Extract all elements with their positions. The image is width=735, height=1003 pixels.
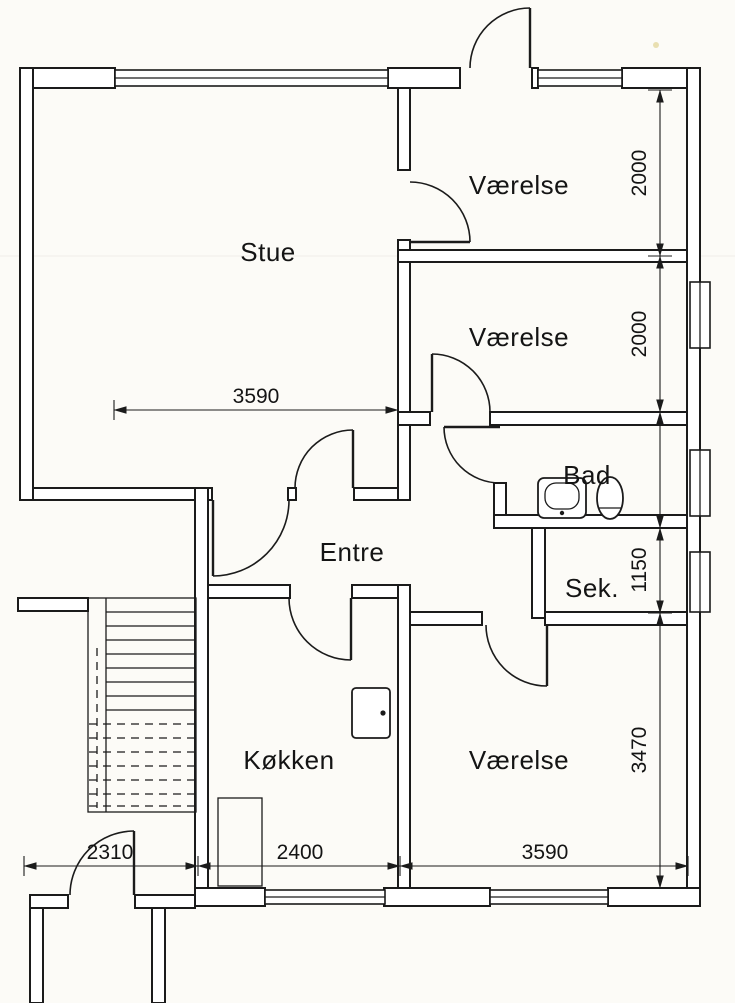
wall-top-b — [387, 67, 461, 89]
dim-label-stue-width: 3590 — [233, 385, 280, 408]
dim-label-stair-bay: 2310 — [87, 841, 134, 864]
wall-vestibule-left — [29, 894, 44, 1003]
wall-koekken-top-left — [194, 584, 291, 599]
door-vaerelse-middle-arc — [431, 353, 491, 413]
doors — [69, 7, 549, 896]
scan-dot-artifact — [653, 42, 659, 48]
door-vaerelse-bottom-arc — [485, 624, 548, 687]
room-label-vaerelse-top: Værelse — [469, 170, 569, 200]
wall-vaerelse-middle-bottom-left — [397, 411, 431, 426]
sink-basin — [544, 482, 580, 510]
door-balcony-arc — [469, 7, 531, 69]
wall-bad-left — [493, 482, 507, 516]
sink-drain-dot — [559, 510, 565, 516]
dim-label-vaerelse-top-depth: 2000 — [628, 150, 651, 197]
wall-vaerelse-bottom-top-right — [544, 611, 701, 626]
dim-label-koekken-width: 2400 — [277, 841, 324, 864]
wall-vestibule-top-left — [29, 894, 69, 909]
wall-vaerelse-middle-bottom-right — [489, 411, 701, 426]
wall-left — [19, 67, 34, 501]
door-stue-arc — [294, 429, 354, 489]
wall-stue-right-lower — [397, 239, 411, 501]
windows — [114, 69, 711, 905]
wall-sek-left — [531, 527, 546, 619]
wall-stue-bottom-mullion — [287, 487, 297, 501]
wall-bad-bottom — [493, 514, 701, 529]
staircase — [87, 597, 197, 813]
wall-landing-stub — [17, 597, 89, 612]
stair-steps-upper — [106, 611, 196, 711]
stair-steps-lower-hidden — [89, 648, 196, 808]
door-entrance-arc — [212, 499, 290, 577]
room-label-vaerelse-middle: Værelse — [469, 322, 569, 352]
stair-outline — [87, 597, 197, 813]
door-vaerelse-top-arc — [409, 181, 471, 243]
room-label-vaerelse-bottom: Værelse — [469, 745, 569, 775]
door-bad-arc — [443, 426, 501, 484]
wall-vestibule-right — [151, 894, 166, 1003]
wall-bottom-c — [607, 887, 701, 907]
room-label-bad: Bad — [563, 460, 611, 490]
door-building-entry-arc — [69, 830, 135, 896]
stove-symbol — [351, 687, 391, 739]
dimension-graphics — [23, 89, 689, 889]
wall-koekken-left — [194, 487, 209, 907]
dim-label-vaerelse-bottom-depth: 3470 — [628, 727, 651, 774]
wall-bottom-a — [194, 887, 266, 907]
stove-knob-dot — [380, 710, 386, 716]
room-label-sek: Sek. — [565, 573, 619, 603]
room-label-entre: Entre — [320, 537, 385, 567]
wall-top-mullion — [531, 67, 539, 89]
wall-stue-right-upper — [397, 85, 411, 171]
wall-top-a — [19, 67, 116, 89]
room-label-stue: Stue — [240, 237, 296, 267]
door-koekken-arc — [288, 597, 352, 661]
dim-label-sek-depth: 1150 — [628, 547, 651, 592]
fixtures — [217, 476, 624, 887]
wall-bottom-b — [383, 887, 491, 907]
wall-stue-bottom-left — [19, 487, 213, 501]
kitchen-counter — [217, 797, 263, 887]
dim-label-vaerelse-bottom-width: 3590 — [522, 841, 569, 864]
room-label-koekken: Køkken — [243, 745, 334, 775]
dim-label-vaerelse-middle-depth: 2000 — [628, 311, 651, 358]
wall-vestibule-top-right — [134, 894, 196, 909]
